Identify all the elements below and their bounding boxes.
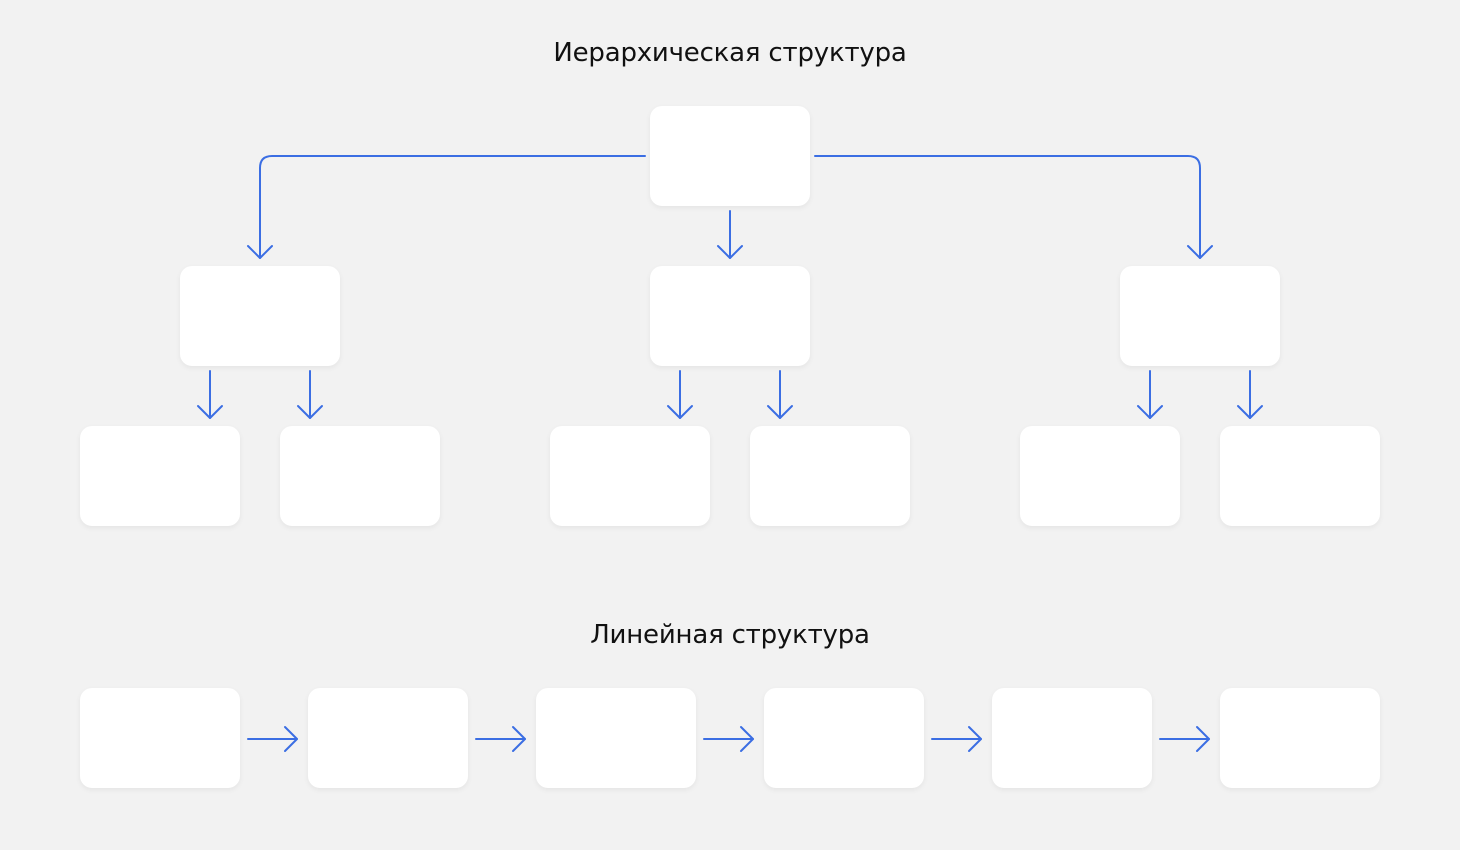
arrowhead <box>767 405 793 419</box>
hierarchy-level3-node <box>1220 426 1380 526</box>
arrowhead <box>667 405 693 419</box>
arrowhead <box>717 245 743 259</box>
hierarchy-level3-node <box>280 426 440 526</box>
arrowhead <box>1237 405 1263 419</box>
linear-node <box>308 688 468 788</box>
hierarchy-level3-node <box>1020 426 1180 526</box>
hierarchy-title: Иерархическая структура <box>553 38 907 68</box>
arrowhead <box>1187 245 1213 259</box>
linear-node <box>764 688 924 788</box>
connector-arrow <box>259 155 646 259</box>
linear-node <box>1220 688 1380 788</box>
arrowhead <box>512 726 526 752</box>
hierarchy-level2-node <box>1120 266 1280 366</box>
hierarchy-level3-node <box>80 426 240 526</box>
hierarchy-level3-node <box>750 426 910 526</box>
linear-node <box>992 688 1152 788</box>
linear-node <box>80 688 240 788</box>
arrowhead <box>968 726 982 752</box>
arrowhead <box>284 726 298 752</box>
arrowhead <box>247 245 273 259</box>
linear-node <box>536 688 696 788</box>
hierarchy-level3-node <box>550 426 710 526</box>
arrowhead <box>740 726 754 752</box>
arrowhead <box>197 405 223 419</box>
arrowhead <box>297 405 323 419</box>
linear-title: Линейная структура <box>590 620 870 650</box>
connector-arrow <box>814 155 1201 259</box>
hierarchy-level2-node <box>180 266 340 366</box>
hierarchy-level2-node <box>650 266 810 366</box>
arrowhead <box>1137 405 1163 419</box>
arrowhead <box>1196 726 1210 752</box>
hierarchy-root-node <box>650 106 810 206</box>
